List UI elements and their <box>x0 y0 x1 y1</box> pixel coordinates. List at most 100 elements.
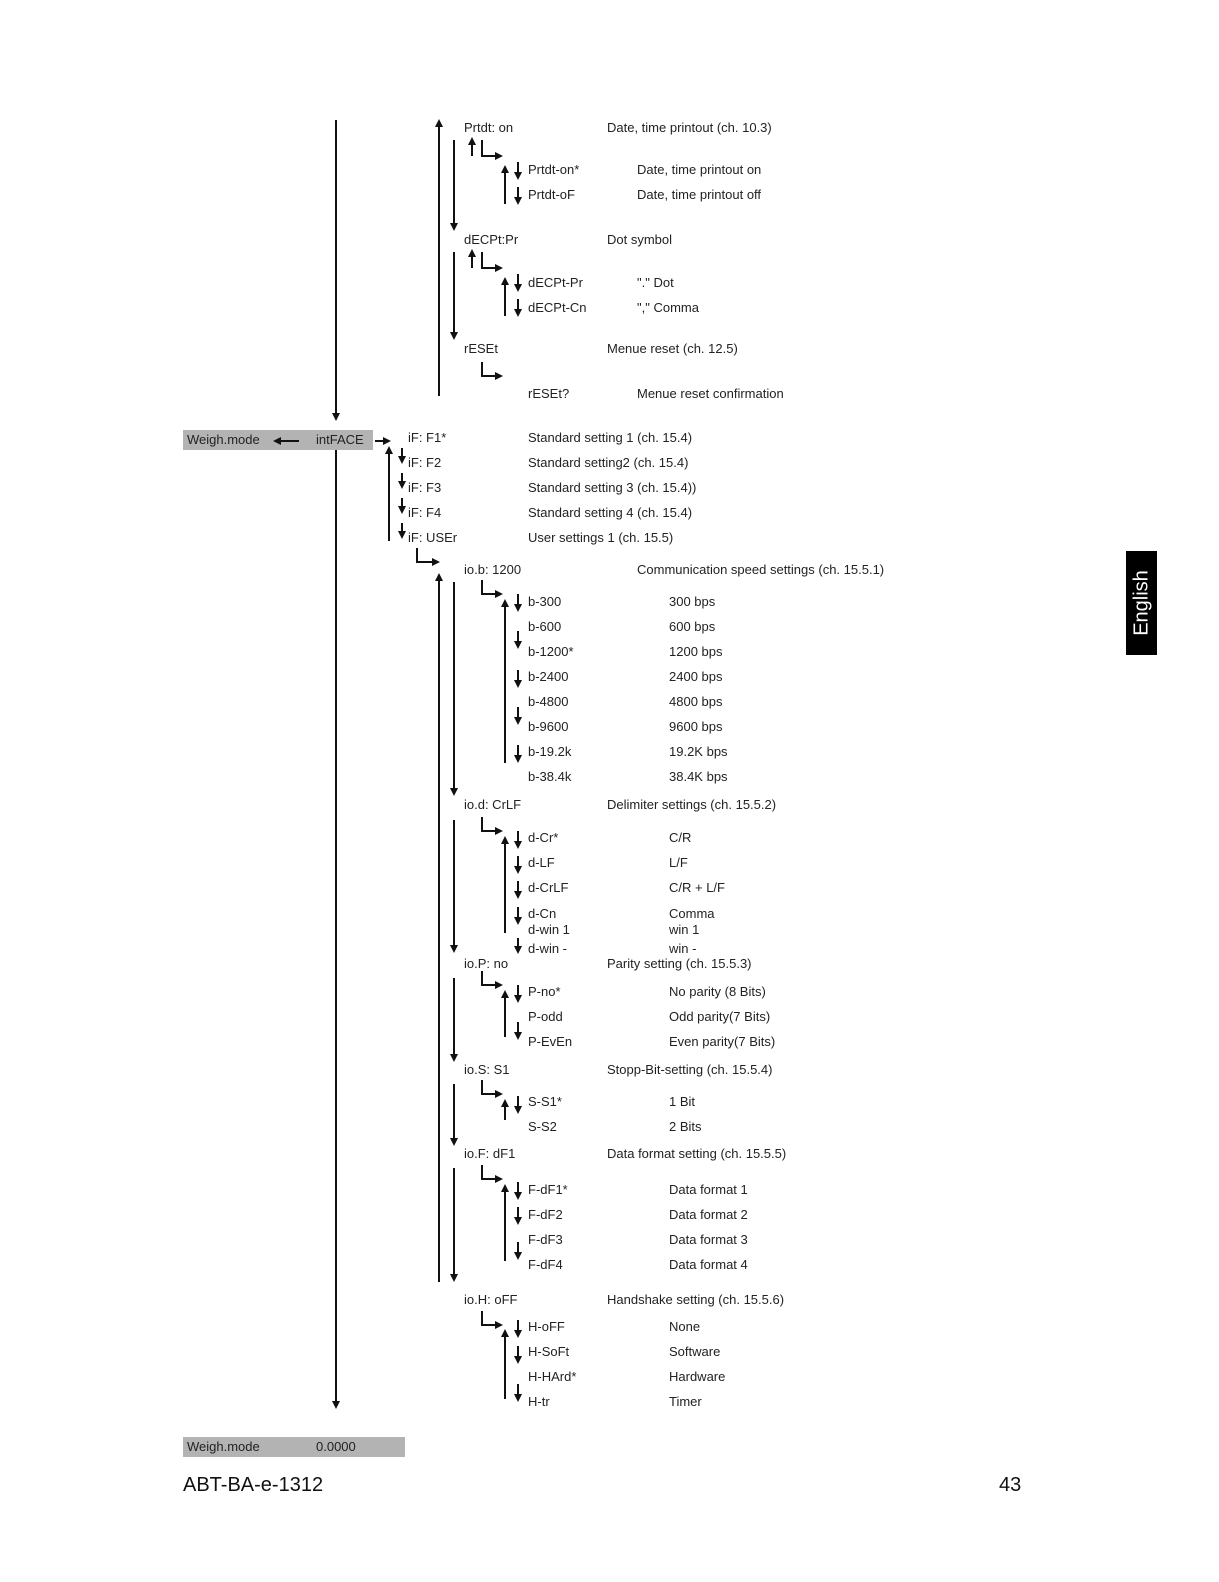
main-flow-line-lower <box>335 450 337 1403</box>
option-description: "." Dot <box>637 275 674 290</box>
sub-line <box>481 984 495 986</box>
connector-line <box>375 440 383 442</box>
arrow-down-icon <box>514 309 522 317</box>
arrow-down-icon <box>332 413 340 421</box>
option-code: H-HArd* <box>528 1369 577 1384</box>
arrow-right-icon <box>495 1090 503 1098</box>
option-description: 1200 bps <box>669 644 723 659</box>
option-description: 1 Bit <box>669 1094 696 1109</box>
menu-code: io.b: 1200 <box>464 562 522 577</box>
down-line-upper <box>453 252 455 334</box>
sub-line <box>481 1311 483 1326</box>
option-down-line <box>517 274 519 286</box>
connector-line <box>281 440 299 442</box>
arrow-down-icon <box>514 717 522 725</box>
option-description: Date, time printout off <box>637 187 762 202</box>
option-down-line <box>517 594 519 606</box>
arrow-down-icon <box>450 332 458 340</box>
arrow-up-icon <box>385 446 393 454</box>
sub-line <box>481 362 483 377</box>
option-code: P-EvEn <box>528 1034 573 1049</box>
arrow-down-icon <box>514 1032 522 1040</box>
option-description: 19.2K bps <box>669 744 728 759</box>
arrow-right-icon <box>495 264 503 272</box>
menu-code: dECPt:Pr <box>464 232 519 247</box>
option-description: 600 bps <box>669 619 716 634</box>
option-description: Comma <box>669 906 715 921</box>
option-description: Even parity(7 Bits) <box>669 1034 776 1049</box>
iface-down-line <box>401 448 403 458</box>
weigh-mode-box-bottom: Weigh.mode 0.0000 <box>183 1437 405 1457</box>
interface-label: intFACE <box>316 432 364 447</box>
menu-description: Menue reset (ch. 12.5) <box>607 341 738 356</box>
down-line-upper <box>453 140 455 225</box>
option-description: C/R + L/F <box>669 880 725 895</box>
menu-code: io.d: CrLF <box>464 797 522 812</box>
option-down-line <box>517 985 519 997</box>
arrow-down-icon <box>514 1330 522 1338</box>
option-up-line <box>504 843 506 933</box>
option-description: Data format 4 <box>669 1257 748 1272</box>
user-down-line <box>453 1168 455 1276</box>
option-up-line <box>504 172 506 204</box>
option-code: Prtdt-oF <box>528 187 575 202</box>
sub-line <box>481 1093 495 1095</box>
option-code: F-dF1* <box>528 1182 568 1197</box>
menu-code: rESEt <box>464 341 498 356</box>
option-code: d-Cr* <box>528 830 559 845</box>
weigh-mode-label: Weigh.mode <box>187 432 260 447</box>
option-description: "," Comma <box>637 300 699 315</box>
option-description: 4800 bps <box>669 694 723 709</box>
menu-code: io.P: no <box>464 956 509 971</box>
menu-description: Handshake setting (ch. 15.5.6) <box>607 1292 785 1307</box>
arrow-down-icon <box>514 1192 522 1200</box>
option-up-line <box>504 1336 506 1399</box>
option-code: b-1200* <box>528 644 574 659</box>
footer-page-number: 43 <box>999 1474 1022 1496</box>
iface-code: iF: F2 <box>408 455 442 470</box>
arrow-up-icon <box>435 573 443 581</box>
arrow-down-icon <box>514 197 522 205</box>
arrow-down-icon <box>450 945 458 953</box>
option-down-line <box>517 856 519 868</box>
arrow-up-icon <box>501 1329 509 1337</box>
menu-description: Date, time printout (ch. 10.3) <box>607 120 772 135</box>
sub-line <box>481 580 483 595</box>
arrow-right-icon <box>495 590 503 598</box>
option-code: F-dF2 <box>528 1207 563 1222</box>
arrow-down-icon <box>514 1252 522 1260</box>
arrow-right-icon <box>383 437 391 445</box>
option-code: P-odd <box>528 1009 563 1024</box>
option-description: None <box>669 1319 701 1334</box>
option-code: b-9600 <box>528 719 569 734</box>
iface-code: iF: USEr <box>408 530 458 545</box>
option-description: Timer <box>669 1394 702 1409</box>
menu-description: Communication speed settings (ch. 15.5.1… <box>637 562 885 577</box>
option-down-line <box>517 907 519 919</box>
option-description: win 1 <box>669 922 700 937</box>
option-description: Data format 1 <box>669 1182 748 1197</box>
arrow-up-icon <box>501 165 509 173</box>
option-code: b-4800 <box>528 694 569 709</box>
menu-description: Dot symbol <box>607 232 673 247</box>
arrow-down-icon <box>514 1394 522 1402</box>
arrow-down-icon <box>514 866 522 874</box>
option-up-line <box>504 1106 506 1120</box>
option-description: L/F <box>669 855 688 870</box>
option-down-line <box>517 1207 519 1219</box>
option-down-line <box>517 881 519 893</box>
sub-line <box>416 548 418 563</box>
option-down-line <box>517 670 519 682</box>
sub-up-line <box>471 144 473 156</box>
sub-line <box>481 830 495 832</box>
weigh-value: 0.0000 <box>316 1439 356 1454</box>
option-description: 2 Bits <box>669 1119 702 1134</box>
arrow-up-icon <box>435 119 443 127</box>
arrow-left-icon <box>273 437 281 445</box>
option-description: Data format 3 <box>669 1232 748 1247</box>
option-code: F-dF4 <box>528 1257 563 1272</box>
arrow-right-icon <box>495 827 503 835</box>
menu-description: Data format setting (ch. 15.5.5) <box>607 1146 787 1161</box>
menu-code: Prtdt: on <box>464 120 514 135</box>
option-description: No parity (8 Bits) <box>669 984 766 999</box>
